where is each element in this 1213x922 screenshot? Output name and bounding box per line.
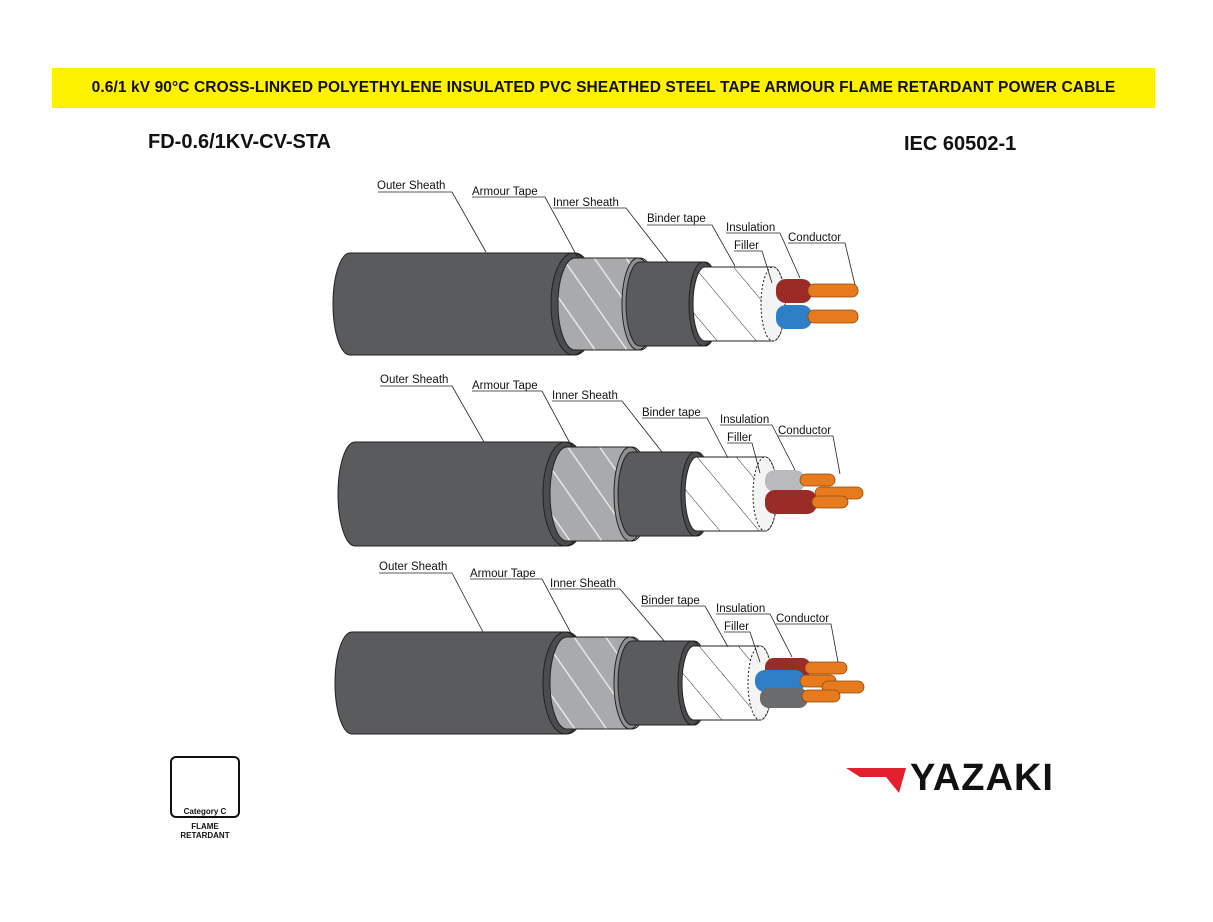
yazaki-logo-mark (846, 768, 906, 793)
label-inner-sheath: Inner Sheath (550, 578, 616, 590)
label-conductor: Conductor (776, 613, 829, 625)
label-insulation: Insulation (716, 603, 765, 615)
conductor (804, 661, 848, 675)
label-filler: Filler (734, 240, 759, 252)
insulation-core-grey (760, 688, 808, 708)
insulation-core-blue (755, 670, 805, 692)
badge-caption: FLAME RETARDANT (160, 822, 250, 840)
conductor (811, 495, 849, 509)
label-inner-sheath: Inner Sheath (552, 390, 618, 402)
model-code: FD-0.6/1KV-CV-STA (148, 131, 331, 153)
conductor (799, 473, 836, 487)
cable-3: Outer Sheath Armour Tape Inner Sheath Bi… (334, 561, 865, 735)
badge-caption-line1: FLAME (191, 822, 219, 831)
flame-retardant-badge: Category C (170, 756, 240, 818)
insulation-core-grey (765, 470, 805, 492)
title-banner: 0.6/1 kV 90°C CROSS-LINKED POLYETHYLENE … (52, 68, 1155, 108)
cable-1: Outer Sheath Armour Tape Inner Sheath Bi… (332, 180, 859, 356)
label-insulation: Insulation (726, 222, 775, 234)
label-conductor: Conductor (778, 425, 831, 437)
label-binder-tape: Binder tape (641, 595, 700, 607)
insulation-core-blue (776, 305, 812, 329)
cable-title: 0.6/1 kV 90°C CROSS-LINKED POLYETHYLENE … (91, 79, 1116, 96)
label-outer-sheath: Outer Sheath (379, 561, 447, 573)
conductor (807, 283, 859, 298)
label-outer-sheath: Outer Sheath (380, 374, 448, 386)
label-inner-sheath: Inner Sheath (553, 197, 619, 209)
conductor (807, 309, 859, 324)
standard-code: IEC 60502-1 (904, 133, 1017, 155)
label-filler: Filler (727, 432, 752, 444)
brand-name: YAZAKI (910, 757, 1054, 799)
insulation-core-red (765, 490, 817, 514)
label-outer-sheath: Outer Sheath (377, 180, 445, 192)
label-binder-tape: Binder tape (647, 213, 706, 225)
label-filler: Filler (724, 621, 749, 633)
label-armour-tape: Armour Tape (472, 186, 538, 198)
label-armour-tape: Armour Tape (472, 380, 538, 392)
badge-category: Category C (183, 807, 227, 816)
cable-2: Outer Sheath Armour Tape Inner Sheath Bi… (337, 374, 864, 547)
label-insulation: Insulation (720, 414, 769, 426)
label-armour-tape: Armour Tape (470, 568, 536, 580)
label-conductor: Conductor (788, 232, 841, 244)
badge-caption-line2: RETARDANT (180, 831, 230, 840)
label-binder-tape: Binder tape (642, 407, 701, 419)
filler-end (760, 266, 786, 342)
insulation-core-red (776, 279, 812, 303)
conductor (801, 689, 841, 703)
